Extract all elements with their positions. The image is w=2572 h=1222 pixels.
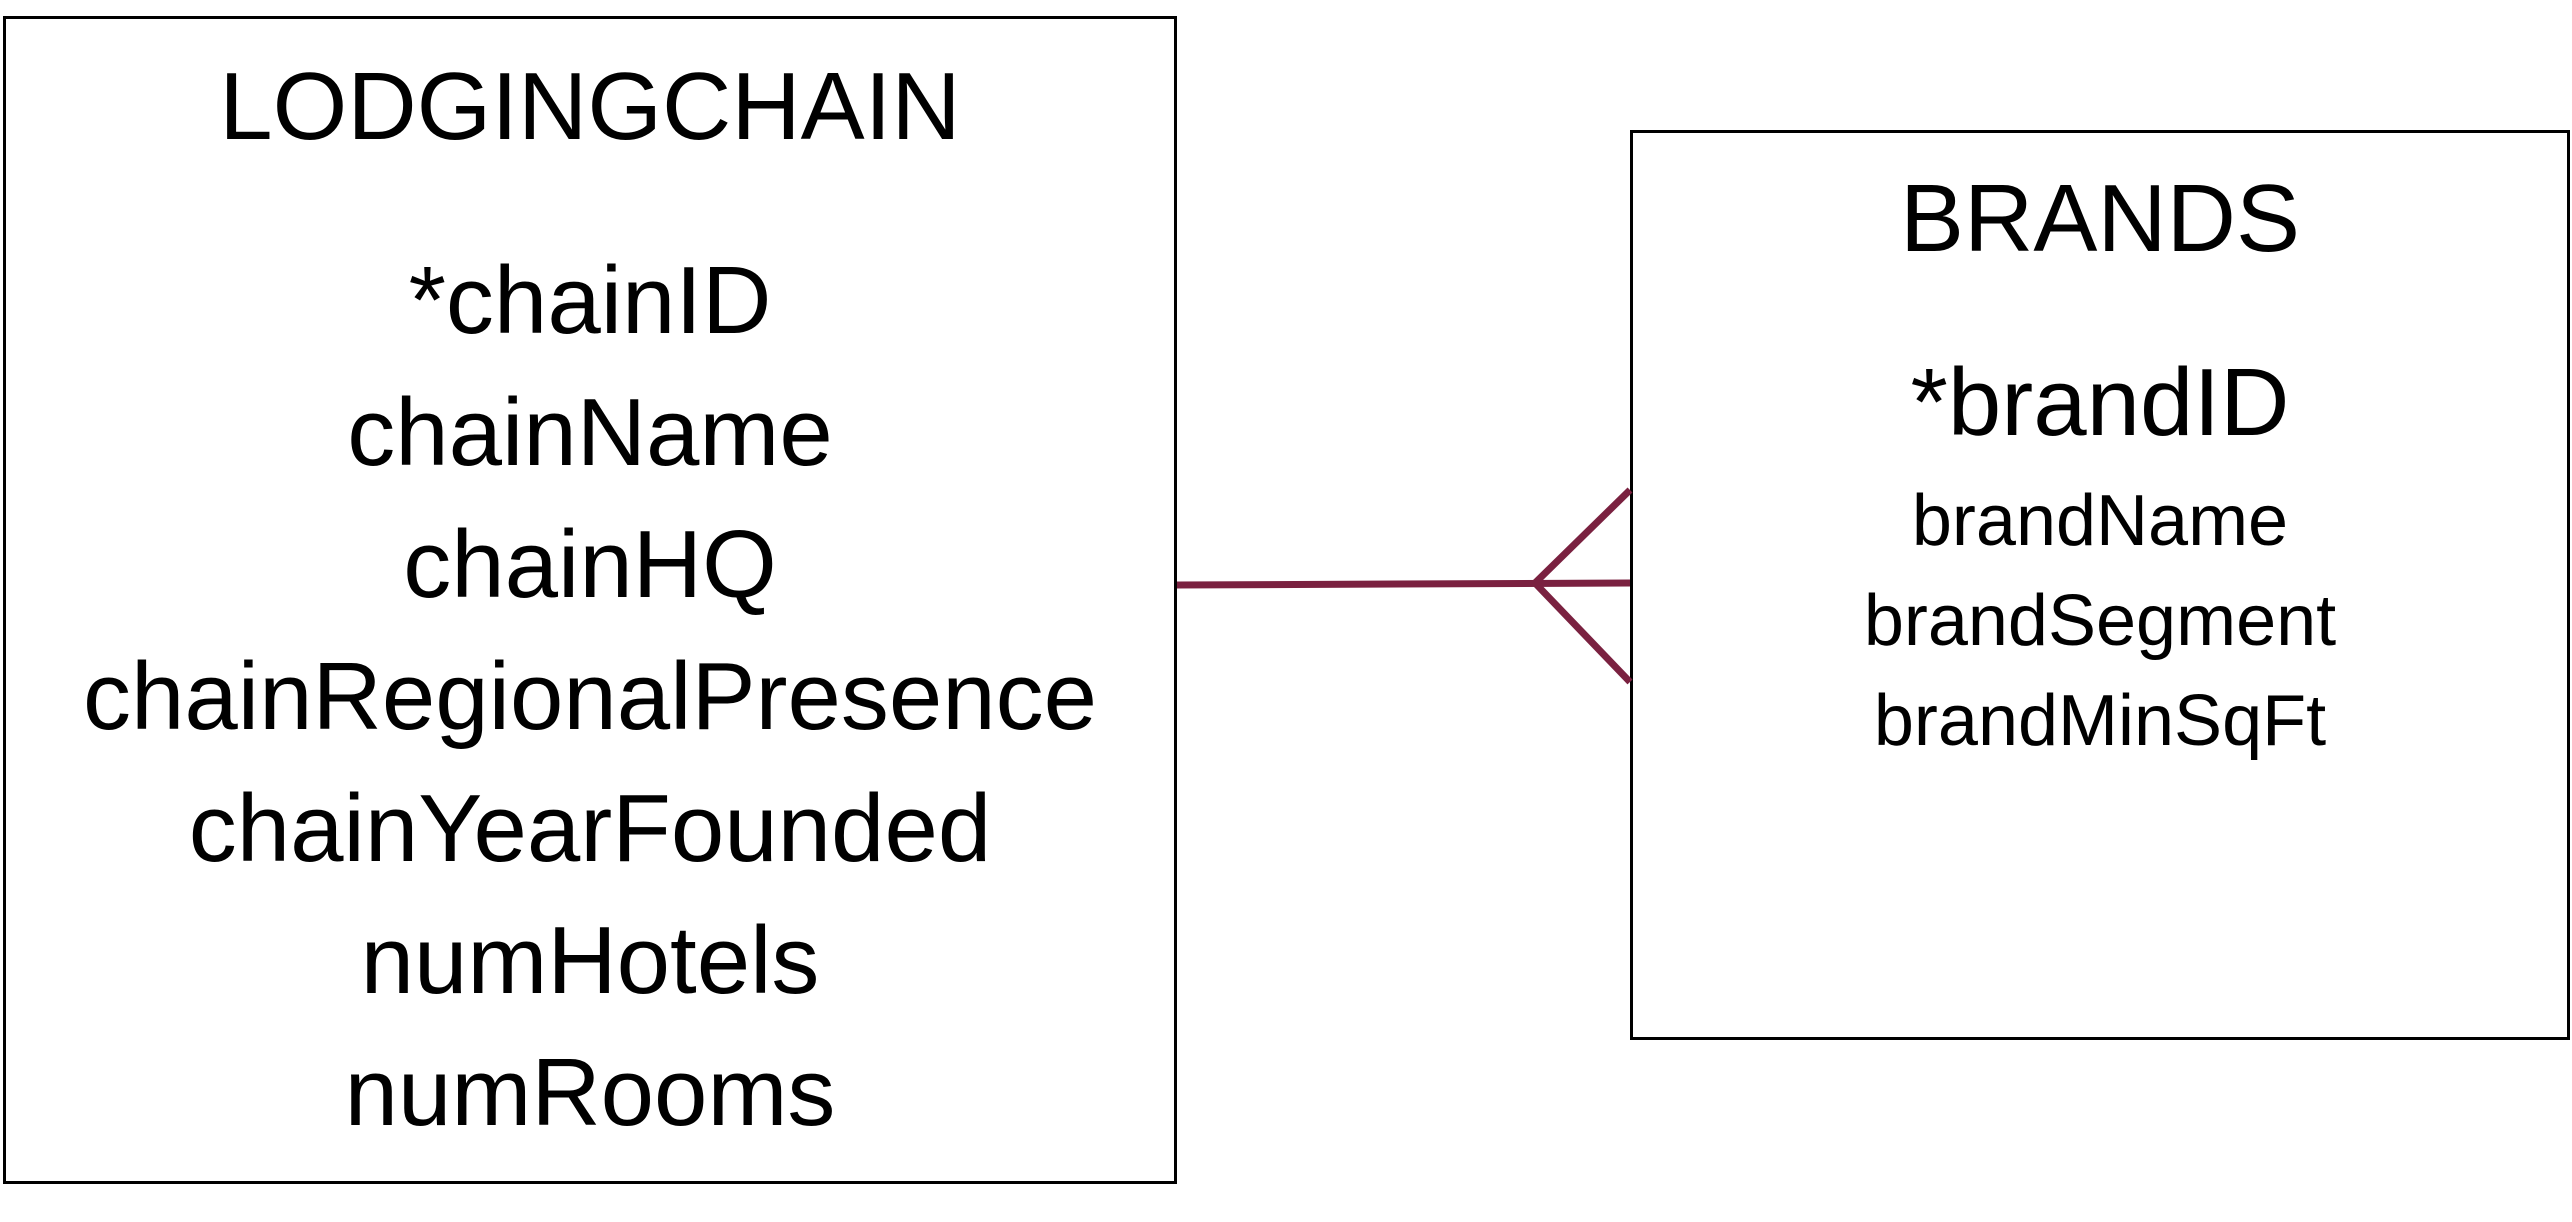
- entity-lodgingchain: LODGINGCHAIN *chainID chainName chainHQ …: [3, 16, 1177, 1184]
- entity-brands: BRANDS *brandID brandName brandSegment b…: [1630, 130, 2570, 1040]
- attribute-numrooms: numRooms: [344, 1039, 836, 1146]
- attribute-brandsegment: brandSegment: [1863, 581, 2337, 661]
- attribute-chainname: chainName: [347, 379, 833, 486]
- attribute-chainregionalpresence: chainRegionalPresence: [83, 643, 1097, 750]
- entity-title-lodgingchain: LODGINGCHAIN: [219, 53, 961, 160]
- attribute-chainyearfounded: chainYearFounded: [188, 775, 992, 882]
- attribute-chainid: *chainID: [408, 247, 772, 354]
- crows-foot-upper-prong: [1532, 487, 1633, 586]
- attribute-list-brands: *brandID brandName brandSegment brandMin…: [1633, 355, 2567, 785]
- attribute-brandname: brandName: [1911, 481, 2289, 561]
- relationship-line: [1176, 579, 1631, 589]
- attribute-brandminsqft: brandMinSqFt: [1873, 681, 2327, 761]
- attribute-chainhq: chainHQ: [403, 511, 777, 618]
- attribute-list-lodgingchain: *chainID chainName chainHQ chainRegional…: [6, 253, 1174, 1177]
- attribute-numhotels: numHotels: [360, 907, 820, 1014]
- entity-title-brands: BRANDS: [1899, 165, 2301, 272]
- attribute-brandid: *brandID: [1910, 349, 2290, 456]
- crows-foot-lower-prong: [1532, 580, 1633, 685]
